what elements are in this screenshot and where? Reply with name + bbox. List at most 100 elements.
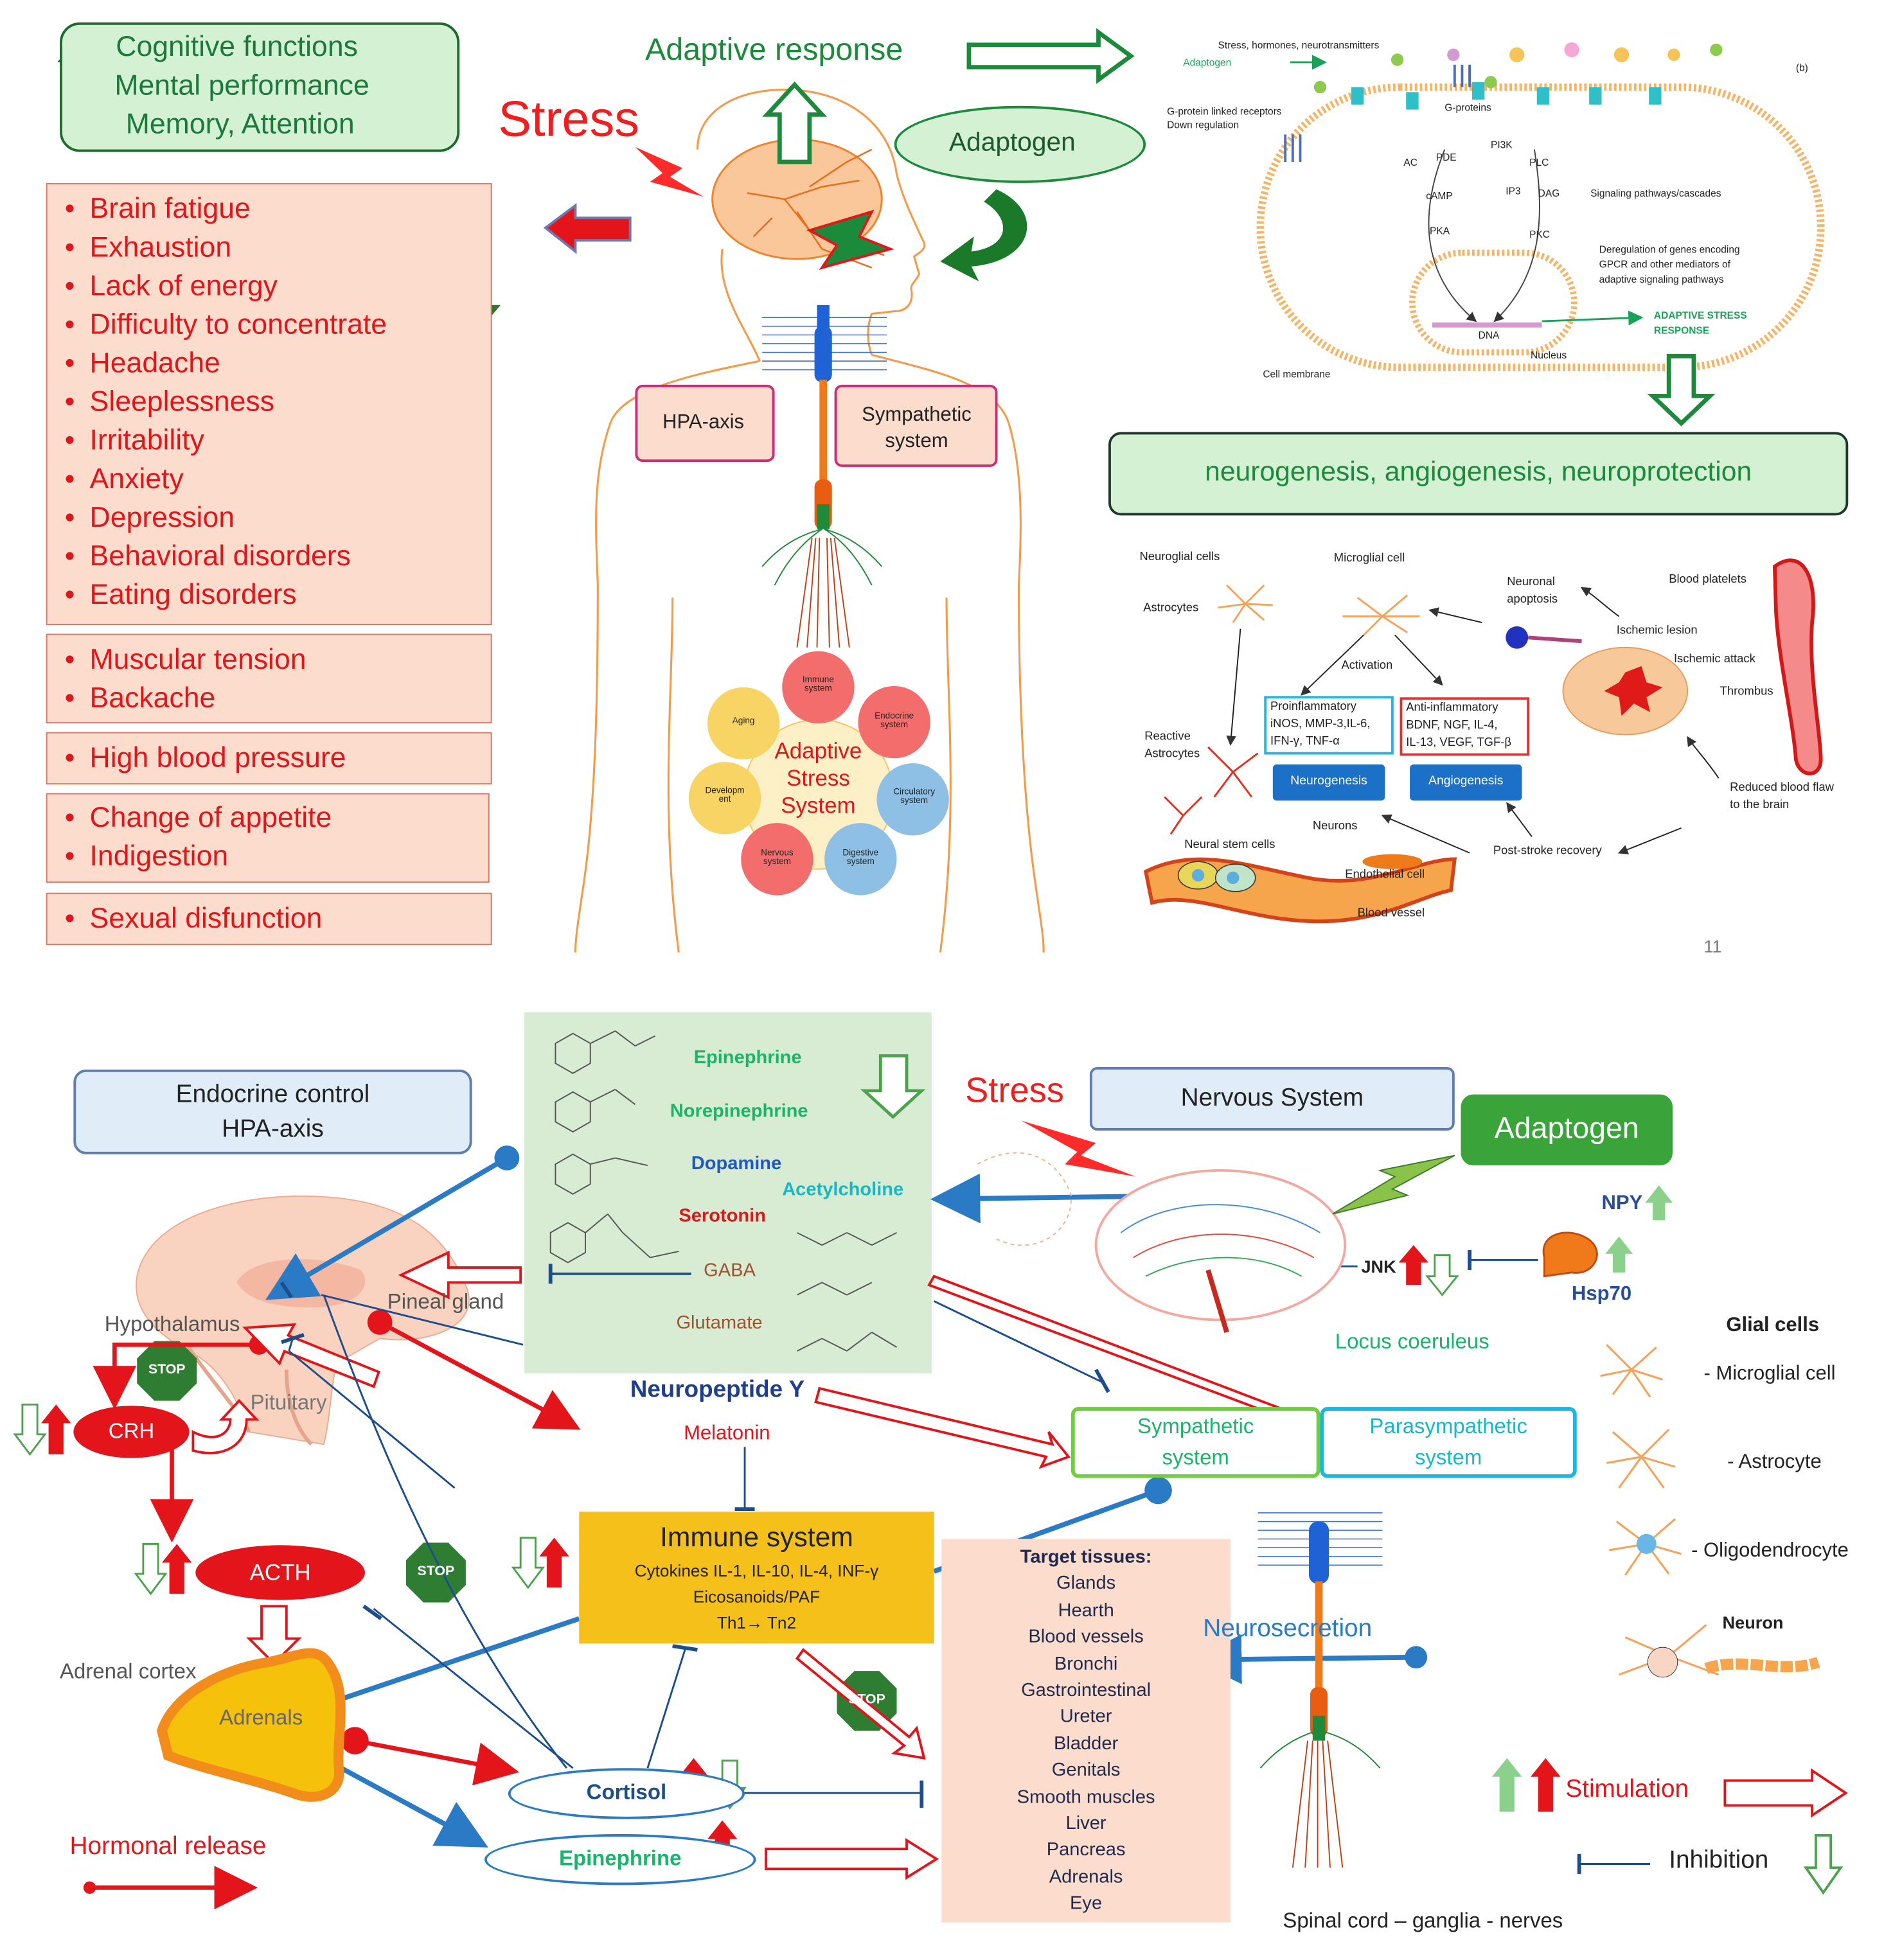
jnk-label: JNK [1361, 1256, 1396, 1276]
cell-pka: PKA [1430, 225, 1450, 237]
stop-label-3: STOP [848, 1692, 885, 1708]
cell-plc: PLC [1529, 157, 1549, 168]
cortisol-label: Cortisol [586, 1780, 667, 1805]
symptom-item: Backache [50, 678, 307, 717]
lightning-icon [806, 209, 894, 270]
antiinflammatory-2: BDNF, NGF, IL-4, [1406, 718, 1498, 732]
cell-dereg-3: adaptive signaling pathways [1599, 274, 1724, 285]
target-tissue-item: Eye [1070, 1893, 1103, 1914]
symptom-item: Behavioral disorders [50, 536, 387, 575]
symptoms-list-2: Muscular tension Backache [50, 640, 307, 717]
adrenal-cortex-label: Adrenal cortex [60, 1659, 197, 1684]
sympathetic-system-box [1071, 1407, 1320, 1478]
symptom-item: Irritability [50, 421, 387, 459]
circle-development-label: Developm ent [705, 786, 745, 805]
stroke-neurons: Neurons [1312, 819, 1358, 833]
stimulation-arrow-icon [1723, 1768, 1848, 1818]
page-number: 11 [1703, 936, 1722, 957]
spinal-cord-label: Spinal cord – ganglia - nerves [1283, 1909, 1563, 1933]
hypothalamus-label: Hypothalamus [104, 1312, 240, 1336]
antiinflammatory-box [1400, 697, 1530, 756]
symptom-item: Brain fatigue [50, 190, 387, 228]
cell-down-regulation: Down regulation [1167, 119, 1240, 131]
stroke-blood-platelets: Blood platelets [1669, 572, 1746, 587]
antiinflammatory-1: Anti-inflammatory [1406, 701, 1498, 715]
sympathetic-system-2: system [1162, 1445, 1229, 1470]
neurogenesis-chip [1272, 764, 1385, 801]
cognitive-line-1: Cognitive functions [116, 30, 358, 62]
symptoms-list-5: Sexual disfunction [50, 899, 323, 937]
cell-dereg-2: GPCR and other mediators of [1599, 259, 1730, 270]
cognitive-line-2: Mental performance [114, 68, 369, 101]
immune-system-box [579, 1511, 934, 1644]
proinflammatory-box [1264, 696, 1394, 755]
neurogenesis-chip-label: Neurogenesis [1290, 774, 1367, 788]
stroke-activation: Activation [1341, 658, 1393, 673]
nervous-brain [1094, 1169, 1347, 1321]
blood-vessel-label: Blood vessel [1357, 906, 1425, 921]
lightning-icon [635, 146, 704, 197]
circle-digestive-label: Digestive system [842, 849, 879, 867]
symptom-item: Indigestion [50, 836, 332, 875]
adaptogen-box-bottom [1461, 1094, 1673, 1166]
circle-immune-label: Immune system [802, 676, 834, 694]
reduced-flow-1: Reduced blood flaw [1730, 781, 1834, 795]
cell-membrane-label: Cell membrane [1263, 368, 1331, 380]
adaptive-stress-circles [688, 651, 949, 896]
locus-coeruleus-label: Locus coeruleus [1335, 1329, 1489, 1354]
stress-bottom: Stress [965, 1070, 1064, 1109]
endothelial-cell: Endothelial cell [1345, 867, 1425, 882]
symptom-item: Difficulty to concentrate [50, 305, 387, 344]
cell-camp: cAMP [1426, 190, 1453, 202]
stroke-ischemic-attack: Ischemic attack [1673, 652, 1755, 666]
melatonin-label: Melatonin [684, 1423, 770, 1445]
hpa-axis-label: HPA-axis [662, 412, 745, 434]
target-tissue-item: Liver [1065, 1812, 1106, 1834]
stop-label-1: STOP [148, 1362, 186, 1377]
reactive-astrocytes-2: Astrocytes [1144, 746, 1200, 761]
up-arrow-icon [1645, 1185, 1673, 1221]
adrenals-label: Adrenals [219, 1706, 303, 1730]
nt-serotonin: Serotonin [679, 1205, 766, 1227]
nt-epinephrine: Epinephrine [693, 1047, 802, 1068]
cell-label-b: (b) [1795, 62, 1808, 74]
hollow-down-arrow-icon [1647, 353, 1716, 427]
endocrine-control-1: Endocrine control [175, 1081, 370, 1108]
cell-asr-1: ADAPTIVE STRESS [1653, 310, 1747, 322]
stroke-neuroglial-cells: Neuroglial cells [1139, 550, 1220, 565]
curved-arrow-icon [940, 189, 1027, 282]
pineal-gland-label: Pineal gland [387, 1289, 504, 1314]
stroke-thrombus: Thrombus [1720, 685, 1773, 699]
head-brain-section [136, 1196, 470, 1445]
up-arrow-icon [1398, 1245, 1429, 1285]
epinephrine-label: Epinephrine [559, 1846, 682, 1871]
neuron-label: Neuron [1722, 1612, 1784, 1632]
target-tissue-item: Adrenals [1049, 1866, 1123, 1887]
crh-label: CRH [108, 1419, 155, 1444]
adaptive-response-title: Adaptive response [644, 32, 903, 67]
glial-cells-label: Glial cells [1726, 1314, 1820, 1336]
endocrine-control-box [73, 1069, 472, 1154]
circle-nervous-label: Nervous system [761, 849, 794, 867]
cell-pkc: PKC [1529, 229, 1550, 241]
target-tissue-item: Blood vessels [1028, 1626, 1144, 1648]
hollow-up-arrow-icon [762, 81, 827, 164]
target-tissue-item: Bronchi [1054, 1653, 1118, 1675]
stop-sign-icon [137, 1341, 897, 1731]
cell-dag: DAG [1538, 188, 1560, 200]
adrenal-gland [156, 1648, 346, 1802]
cell-adaptogen: Adaptogen [1183, 57, 1232, 69]
symptom-item: Headache [50, 344, 387, 382]
microglial-cell-label: - Microglial cell [1703, 1363, 1836, 1385]
target-tissue-item: Pancreas [1046, 1839, 1126, 1861]
symptom-item: Sleeplessness [50, 382, 387, 421]
circle-aging-label: Aging [732, 717, 755, 726]
hollow-down-arrow-icon [1425, 1254, 1459, 1297]
target-tissue-item: Ureter [1060, 1706, 1112, 1727]
immune-system-line1: Cytokines IL-1, IL-10, IL-4, INF-γ [634, 1561, 879, 1580]
cell-ac: AC [1403, 157, 1418, 168]
cell-nucleus: Nucleus [1531, 349, 1567, 362]
nt-acetylcholine: Acetylcholine [782, 1179, 904, 1201]
symptoms-list-3: High blood pressure [50, 738, 346, 777]
